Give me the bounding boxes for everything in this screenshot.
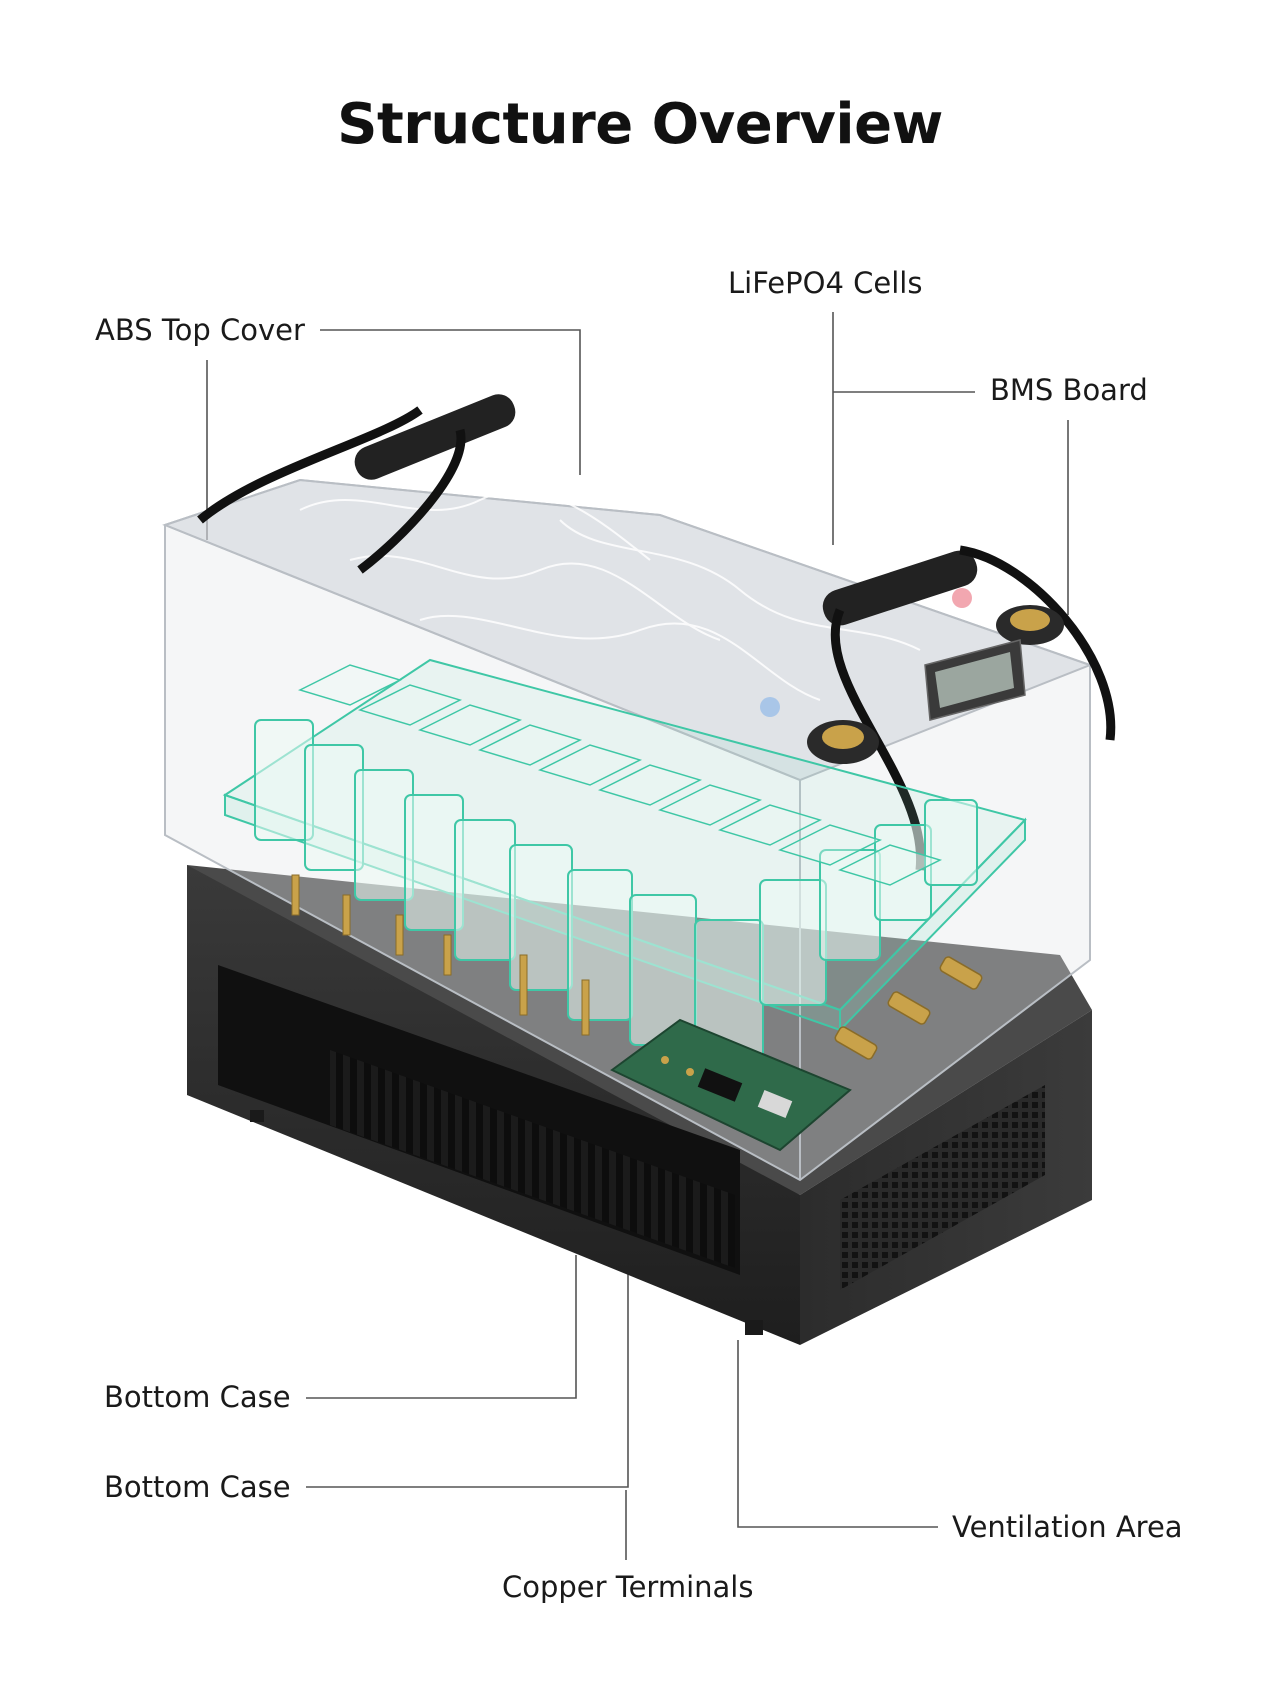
lifepo4-cell-tops xyxy=(297,664,943,886)
label-abs-top-cover: ABS Top Cover xyxy=(95,313,305,347)
label-copper-terminals: Copper Terminals xyxy=(502,1570,754,1604)
cover-texture xyxy=(299,489,921,701)
leader-lines xyxy=(206,312,1069,1560)
copper-terminal-posts xyxy=(291,874,590,1036)
handle-left xyxy=(197,394,516,574)
leader-abs-top-cover xyxy=(320,329,581,475)
top-terminals xyxy=(760,588,1064,764)
leader-bottom-case-2 xyxy=(306,1215,629,1488)
page-title: Structure Overview xyxy=(337,92,943,157)
label-lifepo4-cells: LiFePO4 Cells xyxy=(728,266,923,300)
leader-ventilation-area xyxy=(737,1340,938,1528)
label-ventilation-area: Ventilation Area xyxy=(952,1510,1183,1544)
label-bottom-case-1: Bottom Case xyxy=(104,1380,291,1414)
side-copper-connectors xyxy=(834,956,983,1060)
label-bottom-case-2: Bottom Case xyxy=(104,1470,291,1504)
leader-bottom-case-1 xyxy=(306,1255,577,1399)
bms-pcb xyxy=(610,1018,852,1152)
label-bms-board: BMS Board xyxy=(990,373,1148,407)
